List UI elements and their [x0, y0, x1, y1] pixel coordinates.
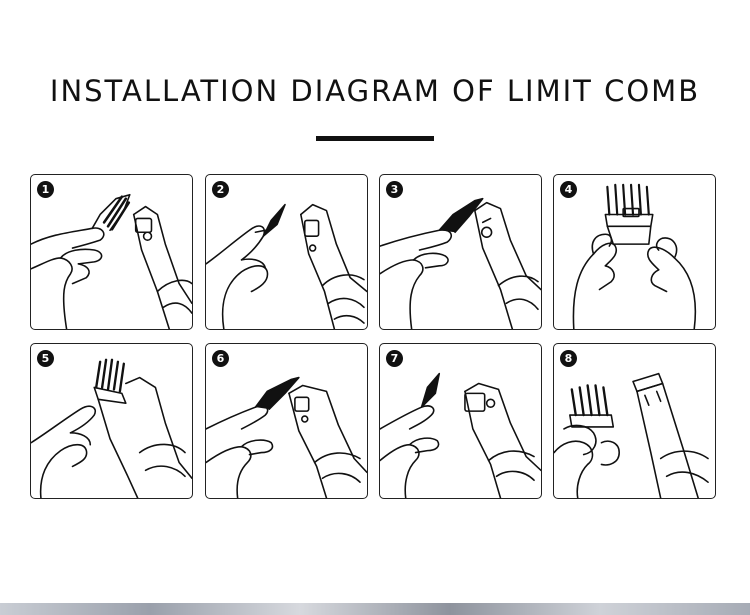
step-panel-8: 8 [553, 343, 716, 499]
pulling-comb-off-clipper-icon [206, 376, 367, 498]
step-number-badge: 7 [386, 350, 403, 367]
step-number-badge: 4 [560, 181, 577, 198]
title-underline [316, 136, 434, 141]
step-number-badge: 8 [560, 350, 577, 367]
hand-holding-comb-beside-clipper-icon [31, 193, 192, 329]
comb-separated-from-clipper-icon [554, 372, 709, 498]
step-panel-3: 3 [379, 174, 542, 330]
comb-touching-clipper-blade-icon [380, 197, 541, 329]
hands-pressing-comb-onto-blade-icon [572, 183, 697, 329]
page-title: INSTALLATION DIAGRAM OF LIMIT COMB [49, 74, 701, 108]
steps-grid: 1 2 [30, 174, 720, 499]
step-panel-4: 4 [553, 174, 716, 330]
bottom-edge-band [0, 603, 750, 615]
step-number-badge: 1 [37, 181, 54, 198]
comb-attached-on-clipper-icon [31, 358, 192, 498]
step-panel-6: 6 [205, 343, 368, 499]
step-panel-5: 5 [30, 343, 193, 499]
hand-holding-comb-tilted-icon [206, 203, 367, 329]
comb-removed-from-clipper-icon [380, 372, 541, 498]
step-panel-1: 1 [30, 174, 193, 330]
step-number-badge: 5 [37, 350, 54, 367]
step-number-badge: 3 [386, 181, 403, 198]
step-number-badge: 6 [212, 350, 229, 367]
step-panel-7: 7 [379, 343, 542, 499]
step-number-badge: 2 [212, 181, 229, 198]
step-panel-2: 2 [205, 174, 368, 330]
